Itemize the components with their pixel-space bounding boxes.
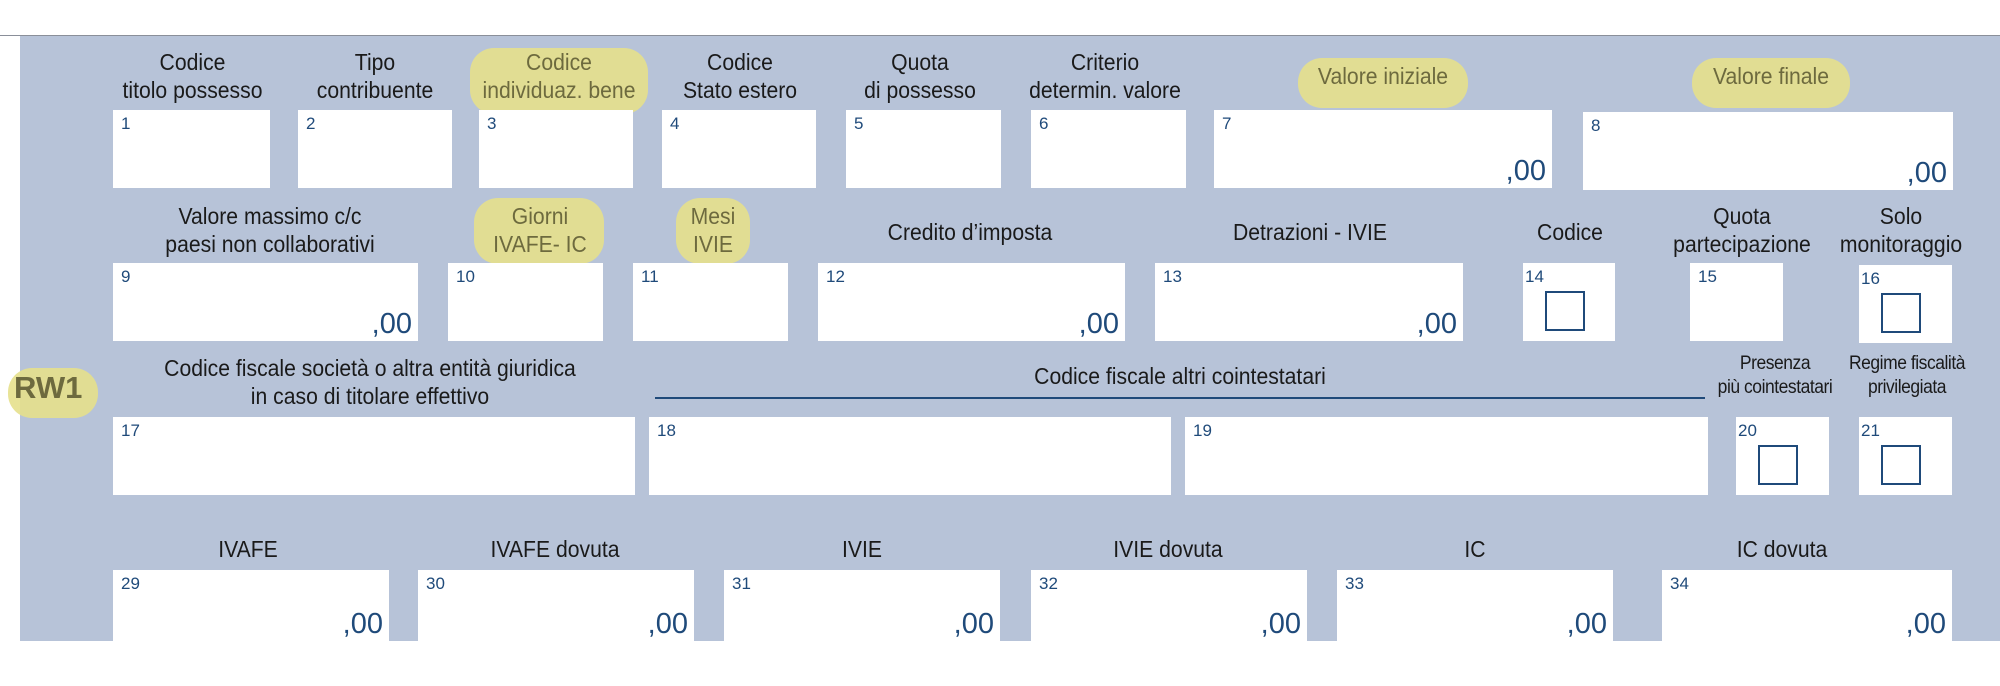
label-ivafe-dovuta: IVAFE dovuta (490, 536, 620, 562)
label-ivie-dovuta: IVIE dovuta (1113, 536, 1223, 562)
field-21[interactable]: 21 (1859, 417, 1952, 495)
field-34[interactable]: 34,00 (1662, 570, 1952, 641)
label-valore-finale: Valore finale (1712, 63, 1830, 89)
field-13[interactable]: 13,00 (1155, 263, 1463, 341)
highlight-mark (1692, 58, 1850, 108)
checkbox-20[interactable] (1758, 445, 1798, 485)
field-18[interactable]: 18 (649, 417, 1171, 495)
label-codice-fiscale-societa: Codice fiscale società o altra entità gi… (164, 355, 576, 409)
field-2[interactable]: 2 (298, 110, 452, 188)
field-19[interactable]: 19 (1185, 417, 1708, 495)
field-17[interactable]: 17 (113, 417, 635, 495)
label-ic-dovuta: IC dovuta (1736, 536, 1828, 562)
highlight-mark (474, 198, 604, 264)
field-10[interactable]: 10 (448, 263, 603, 341)
field-29[interactable]: 29,00 (113, 570, 389, 641)
field-20[interactable]: 20 (1736, 417, 1829, 495)
field-16[interactable]: 16 (1859, 265, 1952, 343)
highlight-mark (470, 48, 648, 114)
field-7[interactable]: 7,00 (1214, 110, 1552, 188)
label-ic: IC (1464, 536, 1486, 562)
field-30[interactable]: 30,00 (418, 570, 694, 641)
top-rule (0, 35, 2000, 36)
checkbox-14[interactable] (1545, 291, 1585, 331)
field-8[interactable]: 8,00 (1583, 112, 1953, 190)
field-31[interactable]: 31,00 (724, 570, 1000, 641)
field-6[interactable]: 6 (1031, 110, 1186, 188)
field-4[interactable]: 4 (662, 110, 816, 188)
label-valore-iniziale: Valore iniziale (1317, 63, 1449, 89)
highlight-mark (8, 368, 98, 418)
field-14[interactable]: 14 (1523, 263, 1615, 341)
label-altri-cointestatari: Codice fiscale altri cointestatari (1034, 363, 1326, 389)
field-9[interactable]: 9,00 (113, 263, 418, 341)
cointestatari-divider (655, 397, 1705, 399)
checkbox-21[interactable] (1881, 445, 1921, 485)
checkbox-16[interactable] (1881, 293, 1921, 333)
label-detrazioni: Detrazioni - IVIE (1232, 219, 1388, 245)
field-33[interactable]: 33,00 (1337, 570, 1613, 641)
field-5[interactable]: 5 (846, 110, 1001, 188)
highlight-mark (1298, 58, 1468, 108)
field-11[interactable]: 11 (633, 263, 788, 341)
field-32[interactable]: 32,00 (1031, 570, 1307, 641)
label-ivie: IVIE (842, 536, 882, 562)
field-12[interactable]: 12,00 (818, 263, 1125, 341)
field-3[interactable]: 3 (479, 110, 633, 188)
highlight-mark (676, 198, 750, 264)
label-ivafe: IVAFE (218, 536, 278, 562)
field-1[interactable]: 1 (113, 110, 270, 188)
label-credito-imposta: Credito d’imposta (887, 219, 1053, 245)
row-code-label: RW1 (14, 370, 83, 405)
label-codice-14: Codice (1537, 219, 1603, 245)
field-15[interactable]: 15 (1690, 263, 1783, 341)
